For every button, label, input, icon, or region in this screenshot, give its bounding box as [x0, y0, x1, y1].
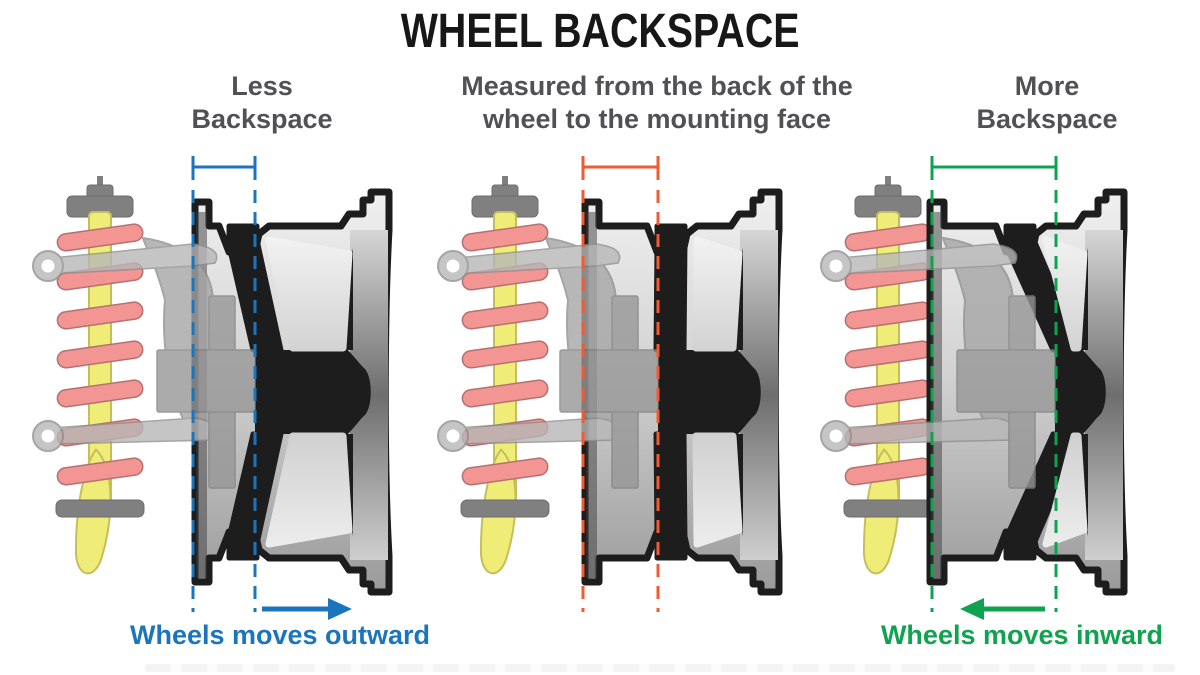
coil-spring-turn [56, 457, 144, 486]
wheel-cross-section [191, 188, 393, 596]
suspension-knuckle-arms [437, 236, 659, 489]
suspension-strut [460, 176, 550, 575]
lower-control-arm [456, 417, 621, 445]
caption-wheels-moves-inward: Wheels moves inward [880, 620, 1164, 650]
suspension-knuckle-arms [32, 236, 256, 489]
upper-control-arm [839, 243, 1018, 275]
panel-measured-note [437, 156, 783, 612]
heading-line: Backspace [191, 103, 333, 134]
coil-spring-turn [461, 340, 549, 369]
coil-spring-turn [56, 223, 144, 252]
backspace-measurement-marks [191, 156, 352, 620]
spring-perch [55, 499, 145, 518]
heading-line: wheel to the mounting face [482, 103, 832, 134]
panel-more-backspace [820, 156, 1128, 620]
arrow-right-icon [262, 598, 352, 620]
heading-line: More [1014, 71, 1080, 101]
coil-spring-turn [461, 301, 549, 330]
coil-spring-turn [56, 340, 144, 369]
diagram-title: WHEEL BACKSPACE [0, 4, 1200, 59]
heading-line: Measured from the back of the [461, 71, 853, 101]
hub-mounting-pad [956, 349, 1056, 413]
backspace-measurement-marks [930, 156, 1058, 620]
upper-control-arm [456, 243, 621, 275]
spring-perch [460, 499, 550, 518]
coil-spring-turn [56, 301, 144, 330]
heading-line: Less [231, 71, 293, 101]
hub-mounting-pad [156, 349, 256, 413]
panel-less-backspace [32, 156, 393, 620]
suspension-strut [55, 176, 145, 575]
heading-line: Backspace [976, 103, 1118, 134]
suspension-knuckle-arms [820, 236, 1056, 489]
panel-heading-more-backspace: More Backspace [976, 70, 1117, 136]
upper-control-arm [51, 243, 218, 275]
hub-mounting-pad [559, 349, 659, 413]
arrow-left-icon [960, 598, 1045, 620]
wheel-cross-section [581, 188, 783, 596]
diagram-title-text: WHEEL BACKSPACE [400, 5, 800, 58]
watermark-strip [145, 664, 1175, 672]
caption-wheels-moves-outward: Wheels moves outward [129, 620, 431, 650]
suspension-strut [843, 176, 933, 575]
spring-perch [843, 499, 933, 518]
coil-spring-turn [461, 457, 549, 486]
panel-heading-less-backspace: Less Backspace [191, 70, 332, 136]
panel-heading-measured-note: Measured from the back of the wheel to t… [461, 70, 853, 136]
coil-spring-turn [56, 379, 144, 408]
lower-control-arm [839, 417, 1018, 445]
backspace-measurement-marks [581, 156, 660, 612]
coil-spring-turn [461, 379, 549, 408]
coil-spring-turn [461, 223, 549, 252]
